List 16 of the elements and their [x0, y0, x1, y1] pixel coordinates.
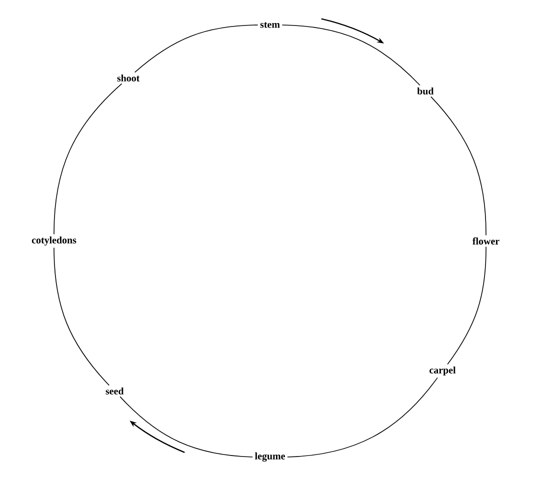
- stage-label: seed: [106, 387, 124, 394]
- cycle-arc: [282, 24, 420, 86]
- cycle-arc: [54, 83, 122, 235]
- cycle-arc: [54, 247, 110, 386]
- stage-label: legume: [254, 452, 285, 462]
- stage-label: stem: [260, 22, 280, 28]
- cycle-arc: [447, 246, 486, 365]
- stage-label: cotyledons: [32, 236, 76, 246]
- stage-label: shoot: [117, 74, 140, 82]
- stage-label: bud: [417, 87, 434, 95]
- cycle-arc: [430, 96, 486, 236]
- cycle-arc: [134, 24, 258, 73]
- stage-label: carpel: [430, 366, 456, 376]
- stage-label: flower: [472, 237, 500, 245]
- cycle-arc: [287, 377, 438, 458]
- cycle-arc: [120, 396, 253, 458]
